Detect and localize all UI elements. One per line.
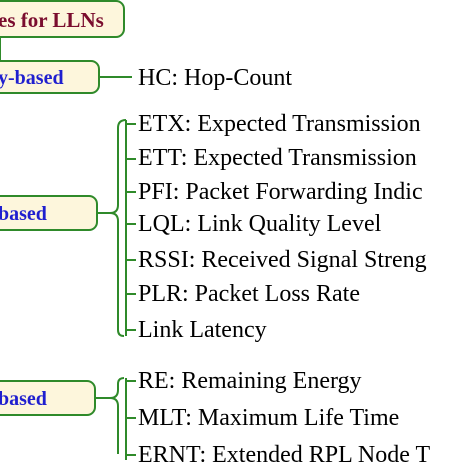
metric-item: PFI: Packet Forwarding Indic <box>138 179 423 205</box>
title-box: es for LLNs <box>0 0 125 38</box>
metric-item: HC: Hop-Count <box>138 65 293 91</box>
metric-item: MLT: Maximum Life Time <box>138 405 400 431</box>
metric-item: RE: Remaining Energy <box>138 368 362 394</box>
cat2-bracket <box>98 119 127 337</box>
cat3-bracket <box>96 377 125 454</box>
metric-item: RSSI: Received Signal Streng <box>138 247 427 273</box>
metric-item: ETT: Expected Transmission <box>138 145 417 171</box>
category-box-hop-based: y-based <box>0 60 100 94</box>
metric-item: PLR: Packet Loss Rate <box>138 281 360 307</box>
category-box-link-based: based <box>0 195 98 231</box>
category-box-energy-based: based <box>0 380 96 416</box>
metric-item: ERNT: Extended RPL Node T <box>138 442 431 468</box>
metric-item: LQL: Link Quality Level <box>138 211 382 237</box>
metric-item: Link Latency <box>138 317 267 343</box>
metric-item: ETX: Expected Transmission <box>138 111 421 137</box>
